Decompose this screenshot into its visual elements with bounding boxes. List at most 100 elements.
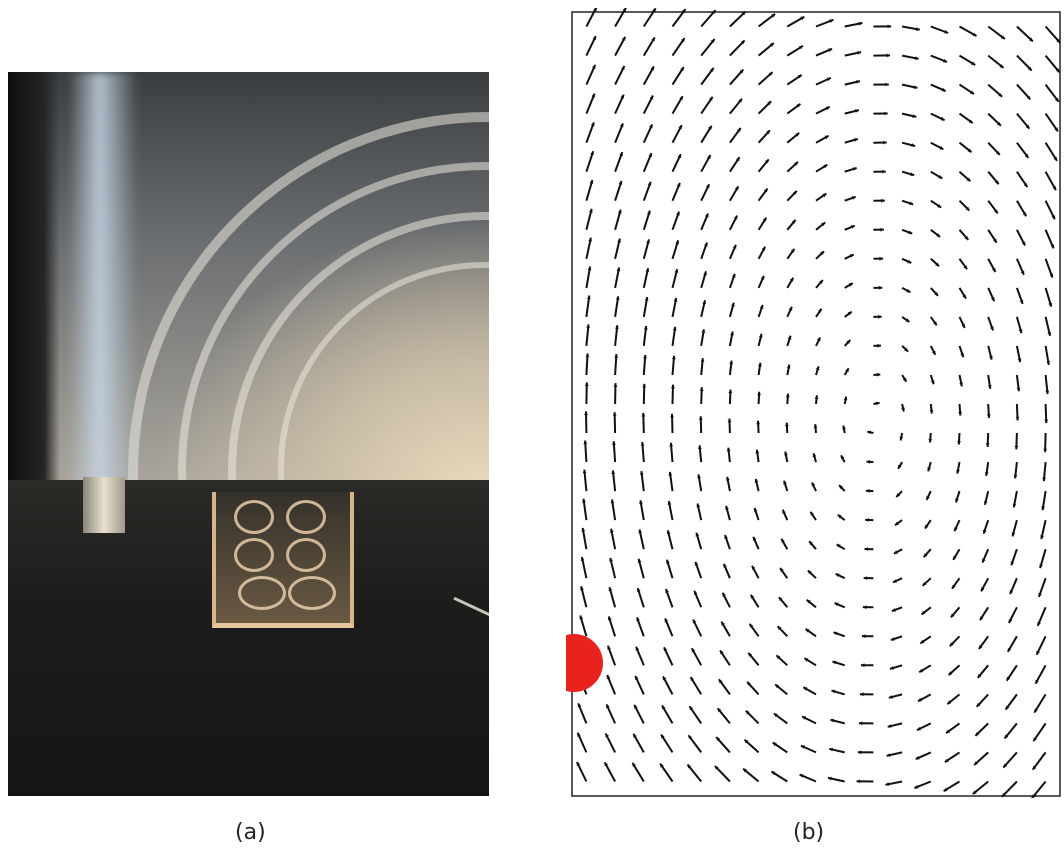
vector-arrowhead xyxy=(676,211,680,216)
vector-arrowhead xyxy=(848,283,853,287)
vector-arrowhead xyxy=(965,206,970,211)
vector-arrowhead xyxy=(634,704,638,709)
vector-arrowhead xyxy=(757,391,761,396)
vector-arrowhead xyxy=(669,442,674,447)
velocity-vector xyxy=(585,266,592,289)
vector-arrowhead xyxy=(933,321,937,326)
vector-arrowhead xyxy=(882,169,886,174)
vector-arrowhead xyxy=(720,650,724,655)
vector-arrowhead xyxy=(679,96,683,101)
velocity-vector xyxy=(581,527,588,550)
vector-arrowhead xyxy=(930,380,935,385)
vector-arrowhead xyxy=(649,95,654,100)
vector-arrowhead xyxy=(977,673,982,678)
vector-arrowhead xyxy=(802,716,807,720)
vector-arrowhead xyxy=(909,201,914,206)
vector-arrowhead xyxy=(966,177,971,182)
velocity-vector xyxy=(585,324,590,346)
velocity-vector xyxy=(614,296,620,318)
vector-arrowhead xyxy=(605,733,609,738)
vector-arrowhead xyxy=(747,681,751,686)
vector-arrowhead xyxy=(717,708,722,713)
vector-arrowhead xyxy=(829,747,834,752)
vector-arrowhead xyxy=(853,138,858,142)
vector-arrowhead xyxy=(957,441,961,445)
velocity-vector xyxy=(585,35,597,57)
vector-arrowhead xyxy=(1039,564,1043,569)
vector-arrowhead xyxy=(635,646,640,651)
vector-arrowhead xyxy=(846,340,851,344)
velocity-vectors xyxy=(576,8,1061,798)
vector-arrowhead xyxy=(619,123,624,128)
vector-arrowhead xyxy=(995,180,999,185)
vector-arrowhead xyxy=(590,122,595,127)
vector-arrowhead xyxy=(905,318,910,322)
vector-arrowhead xyxy=(1011,532,1016,537)
vector-arrowhead xyxy=(851,196,856,200)
heater-coil xyxy=(234,538,274,572)
vector-arrowhead xyxy=(867,430,872,435)
vector-arrowhead xyxy=(671,384,675,389)
vector-field-panel-b xyxy=(566,8,1061,798)
vector-arrowhead xyxy=(1026,95,1031,100)
velocity-vector xyxy=(608,586,617,608)
vector-arrowhead xyxy=(734,186,739,191)
vector-arrowhead xyxy=(755,449,760,454)
vector-arrowhead xyxy=(908,230,913,235)
vector-arrowhead xyxy=(639,500,643,505)
vector-arrowhead xyxy=(701,329,706,333)
vector-arrowhead xyxy=(647,181,652,186)
vector-arrowhead xyxy=(673,297,678,302)
vector-arrowhead xyxy=(692,619,697,624)
vector-arrowhead xyxy=(1055,68,1060,73)
vector-arrowhead xyxy=(916,27,920,31)
vector-arrowhead xyxy=(769,43,774,47)
velocity-vector xyxy=(757,13,776,28)
vector-arrowhead xyxy=(839,485,843,489)
vector-arrowhead xyxy=(843,396,848,401)
vector-arrowhead xyxy=(1019,300,1024,304)
vector-arrowhead xyxy=(1045,390,1050,395)
vector-arrowhead xyxy=(687,764,692,769)
vector-arrowhead xyxy=(972,790,977,795)
vector-arrowhead xyxy=(991,297,995,302)
velocity-vector xyxy=(1044,142,1058,162)
vector-arrowhead xyxy=(859,692,864,697)
vector-arrowhead xyxy=(976,702,981,707)
vector-arrowhead xyxy=(1006,676,1011,681)
red-marker-dot xyxy=(566,634,603,692)
vector-arrowhead xyxy=(943,58,947,63)
vector-arrowhead xyxy=(740,40,745,45)
vector-arrowhead xyxy=(887,24,892,29)
velocity-vector xyxy=(614,36,627,57)
vector-arrowhead xyxy=(803,687,808,691)
velocity-vector xyxy=(585,208,593,231)
vector-arrowhead xyxy=(749,623,754,628)
vector-arrowhead xyxy=(862,605,867,610)
vector-arrowhead xyxy=(881,198,885,203)
vector-arrowhead xyxy=(632,762,636,767)
vector-arrowhead xyxy=(645,268,650,272)
vector-arrowhead xyxy=(760,275,765,280)
vector-arrowhead xyxy=(806,599,811,604)
velocity-vector xyxy=(642,8,657,28)
vector-arrowhead xyxy=(726,447,731,452)
vector-arrowhead xyxy=(773,713,778,718)
vector-arrowhead xyxy=(1027,66,1032,71)
vector-arrowhead xyxy=(1042,477,1047,482)
vector-arrowhead xyxy=(799,774,804,778)
vector-arrowhead xyxy=(584,382,589,386)
velocity-vector xyxy=(585,8,598,27)
vector-arrowhead xyxy=(857,750,862,755)
vector-arrowhead xyxy=(812,453,817,458)
vector-arrowhead xyxy=(822,193,827,198)
vector-arrowhead xyxy=(644,297,649,301)
velocity-vector xyxy=(585,122,595,144)
vector-arrowhead xyxy=(927,467,931,472)
velocity-vector xyxy=(614,180,623,202)
vector-arrowhead xyxy=(910,172,915,177)
velocity-vector xyxy=(1044,83,1060,103)
vector-arrowhead xyxy=(989,355,993,360)
velocity-vector xyxy=(1044,113,1059,132)
vector-arrowhead xyxy=(681,9,686,14)
